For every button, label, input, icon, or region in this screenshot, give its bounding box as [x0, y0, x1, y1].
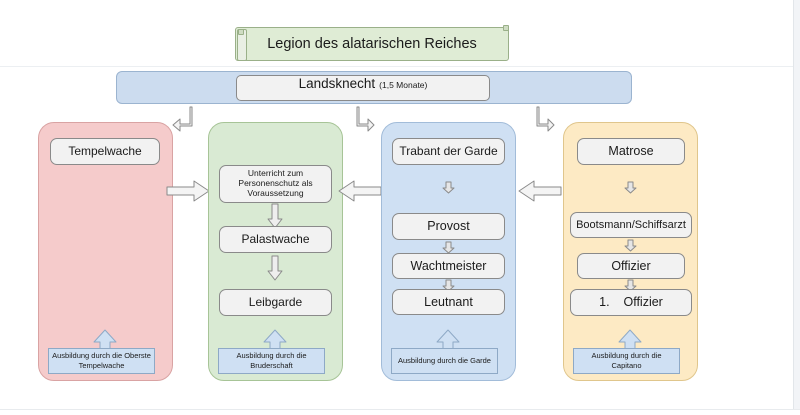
node-label: Leutnant	[424, 294, 473, 309]
landsknecht-label: Landsknecht	[298, 76, 376, 91]
node-label: Trabant der Garde	[399, 143, 498, 158]
arrow-down-icon-garde-2	[442, 241, 455, 254]
node-label: Provost	[427, 219, 470, 234]
footer-note-garde[interactable]: Ausbildung durch die Garde	[391, 348, 498, 374]
legion-handle-dot-right	[503, 25, 509, 31]
footer-note-label: Ausbildung durch die Bruderschaft	[236, 351, 307, 370]
node-label: Palastwache	[241, 231, 310, 246]
node-label: Matrose	[608, 144, 654, 159]
node-label: Bootsmann/Schiffsarzt	[576, 218, 686, 231]
node-label: Leibgarde	[248, 294, 303, 309]
legion-handle-dot-left	[238, 29, 244, 35]
node-unterricht-personenschutz[interactable]: Unterricht zum Personenschutz als Voraus…	[219, 165, 332, 203]
node-matrose[interactable]: Matrose	[577, 138, 685, 165]
node-label: Offizier	[611, 258, 651, 273]
node-offizier[interactable]: Offizier	[577, 253, 685, 279]
node-label: Tempelwache	[68, 143, 142, 158]
page-edge-bottom	[0, 409, 800, 415]
arrow-down-icon-marine-3	[624, 279, 637, 292]
arrow-down-icon-marine-2	[624, 239, 637, 252]
footer-note-palastwache[interactable]: Ausbildung durch die Bruderschaft	[218, 348, 325, 374]
node-leutnant[interactable]: Leutnant	[392, 289, 505, 315]
node-palastwache[interactable]: Palastwache	[219, 226, 332, 253]
elbow-arrow-right-icon-2	[536, 106, 555, 132]
footer-note-tempelwache[interactable]: Ausbildung durch die Oberste Tempelwache	[48, 348, 155, 374]
arrow-down-icon-garde-1	[442, 181, 455, 194]
arrow-down-icon-palastwache-1	[267, 203, 283, 229]
block-arrow-left-marine-to-garde	[518, 180, 562, 202]
node-label: Unterricht zum Personenschutz als Voraus…	[238, 168, 313, 198]
node-bootsmann-schiffsarzt[interactable]: Bootsmann/Schiffsarzt	[570, 212, 692, 238]
node-label: 1. Offizier	[599, 295, 663, 310]
node-erster-offizier[interactable]: 1. Offizier	[570, 289, 692, 316]
block-arrow-left-garde-to-palastwache	[338, 180, 382, 202]
header-divider	[0, 66, 794, 67]
landsknecht-node[interactable]: Landsknecht (1,5 Monate)	[236, 75, 490, 101]
footer-note-label: Ausbildung durch die Oberste Tempelwache	[52, 351, 151, 370]
legion-title-box[interactable]: Legion des alatarischen Reiches	[235, 27, 509, 61]
elbow-arrow-left-icon	[172, 106, 193, 132]
footer-note-label: Ausbildung durch die Garde	[398, 356, 491, 366]
node-leibgarde[interactable]: Leibgarde	[219, 289, 332, 316]
node-trabant-der-garde[interactable]: Trabant der Garde	[392, 138, 505, 165]
block-arrow-right-tempelwache-to-palastwache	[166, 180, 210, 202]
arrow-down-icon-garde-3	[442, 279, 455, 292]
arrow-down-icon-marine-1	[624, 181, 637, 194]
legion-title-label: Legion des alatarischen Reiches	[267, 36, 477, 52]
page-edge-right	[793, 0, 800, 415]
node-wachtmeister[interactable]: Wachtmeister	[392, 253, 505, 279]
elbow-arrow-right-icon-1	[356, 106, 375, 132]
footer-note-label: Ausbildung durch die Capitano	[591, 351, 662, 370]
node-provost[interactable]: Provost	[392, 213, 505, 240]
arrow-down-icon-palastwache-2	[267, 255, 283, 281]
node-tempelwache[interactable]: Tempelwache	[50, 138, 160, 165]
node-label: Wachtmeister	[410, 258, 487, 273]
footer-note-marine[interactable]: Ausbildung durch die Capitano	[573, 348, 680, 374]
landsknecht-duration: (1,5 Monate)	[379, 80, 428, 90]
